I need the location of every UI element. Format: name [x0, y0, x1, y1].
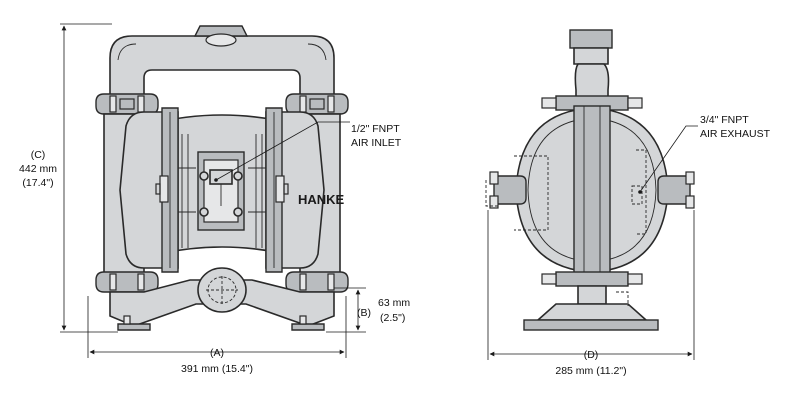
air-inlet-callout: 1/2" FNPT AIR INLET [214, 121, 402, 182]
dim-c-mm: 442 mm [19, 163, 57, 175]
top-right-clamp [285, 93, 349, 115]
chamber-bolts [155, 134, 289, 248]
dimension-b: (B) 63 mm (2.5") [326, 287, 410, 333]
dimension-c: (C) 442 mm (17.4") [19, 23, 118, 333]
pump-feet [117, 315, 325, 331]
air-inlet-label: AIR INLET [351, 137, 402, 149]
dim-d-label: (D) [584, 349, 599, 361]
left-chamber [119, 107, 179, 273]
inlet-manifold [109, 267, 335, 327]
dim-b-label: (B) [357, 307, 371, 319]
dim-b-in: (2.5") [380, 312, 405, 324]
dim-b-mm: 63 mm [378, 297, 410, 309]
dim-c-label: (C) [31, 149, 46, 161]
dimension-d: (D) 285 mm (11.2") [487, 210, 695, 377]
bottom-right-clamp [285, 271, 349, 293]
dim-a-label: (A) [210, 347, 224, 359]
air-inlet-size: 1/2" FNPT [351, 123, 400, 135]
dim-c-in: (17.4") [22, 177, 53, 189]
air-exhaust-size: 3/4" FNPT [700, 114, 749, 126]
discharge-manifold [109, 25, 335, 103]
dim-d-value: 285 mm (11.2") [555, 365, 626, 377]
front-view-pump [95, 25, 349, 331]
air-exhaust-label: AIR EXHAUST [700, 128, 771, 140]
top-left-clamp [95, 93, 159, 115]
dimension-a: (A) 391 mm (15.4") [87, 296, 347, 375]
air-valve-block [197, 151, 245, 231]
air-exhaust-callout: 3/4" FNPT AIR EXHAUST [638, 114, 771, 194]
brand-label: HANKE [298, 192, 345, 207]
bottom-left-clamp [95, 271, 159, 293]
side-view-pump [485, 29, 695, 331]
dim-a-value: 391 mm (15.4") [181, 363, 253, 375]
right-chamber [265, 107, 325, 273]
